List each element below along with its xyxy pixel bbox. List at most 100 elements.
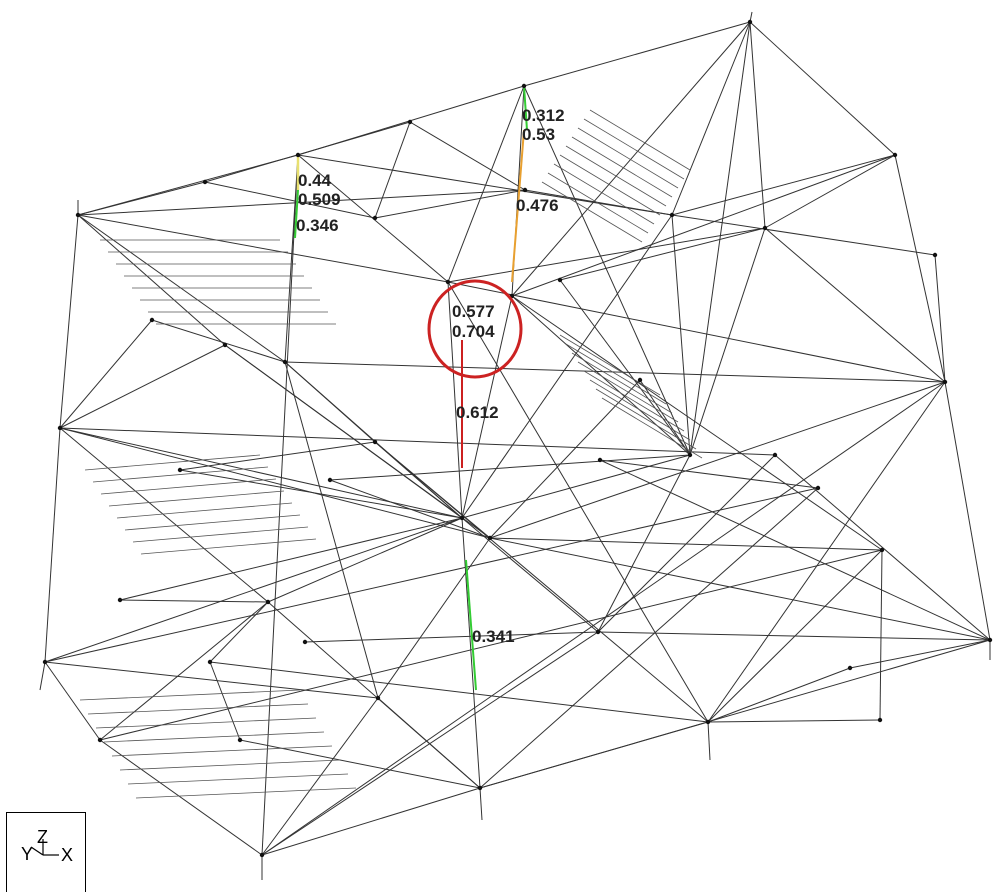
frame-member: [44, 661, 101, 741]
frame-member: [707, 381, 946, 723]
frame-node: [42, 659, 48, 665]
frame-member: [77, 214, 286, 363]
frame-member: [689, 21, 751, 456]
stair-tread: [559, 154, 661, 216]
stair-tread: [583, 370, 685, 432]
frame-member: [764, 227, 946, 383]
frame-member: [204, 121, 411, 183]
stair-tread: [79, 689, 301, 701]
frame-member: [707, 667, 851, 723]
member-util-0312: [523, 85, 528, 131]
frame-member: [261, 154, 299, 856]
frame-member: [479, 487, 819, 789]
frame-member: [409, 121, 526, 191]
axis-triad-box: Z Y X: [6, 812, 86, 892]
utilization-members: [294, 85, 528, 691]
frame-member: [261, 381, 946, 856]
frame-member: [329, 479, 491, 539]
frame-member: [774, 454, 991, 641]
frame-node: [445, 279, 451, 285]
frame-node: [295, 152, 301, 158]
frame-node: [595, 629, 601, 635]
frame-node: [407, 119, 413, 125]
ratio-label: 0.53: [522, 125, 555, 144]
stair-tread: [135, 787, 357, 799]
frame-member: [304, 631, 599, 643]
stair-tread: [565, 343, 667, 405]
frame-node: [372, 215, 378, 221]
frame-member: [119, 517, 463, 601]
frame-member: [894, 154, 946, 383]
stair-tread: [127, 773, 349, 785]
frame-member: [689, 227, 766, 456]
frame-member: [523, 85, 691, 456]
frame-node: [302, 639, 308, 645]
frame-member: [44, 487, 819, 663]
frame-node: [459, 515, 465, 521]
stair-tread: [601, 397, 703, 459]
frame-member: [671, 21, 751, 216]
frame-member: [267, 517, 463, 603]
frame-member: [179, 441, 376, 471]
frame-member: [489, 381, 946, 539]
frame-node: [372, 439, 378, 445]
frame-member: [511, 154, 896, 297]
axis-z-label: Z: [37, 827, 48, 847]
member-util-0346: [294, 189, 299, 239]
ratio-label: 0.612: [456, 403, 499, 422]
frame-member: [447, 227, 766, 283]
frame-member: [599, 459, 819, 489]
stair-tread: [108, 490, 285, 507]
frame-node: [522, 187, 528, 193]
stair-tread: [116, 502, 293, 519]
frame-node: [879, 547, 885, 553]
frame-node: [57, 425, 63, 431]
stair-tread: [140, 538, 317, 555]
stair-tread: [84, 454, 261, 471]
frame-member: [849, 639, 991, 669]
frame-member: [671, 214, 691, 456]
frame-member: [461, 454, 691, 519]
frame-node: [237, 737, 243, 743]
frame-member: [99, 601, 269, 741]
frame-member: [44, 427, 61, 663]
frame-member: [479, 721, 709, 789]
stair-hatching: [79, 109, 703, 799]
frame-member: [99, 549, 883, 741]
frame-member: [597, 454, 776, 633]
frame-member: [284, 361, 376, 443]
stair-tread: [111, 745, 333, 757]
frame-nodes: [42, 19, 993, 858]
frame-node: [747, 19, 753, 25]
frame-member: [749, 21, 896, 156]
frame-member: [461, 295, 513, 519]
frame-node: [772, 452, 778, 458]
frame-node: [477, 785, 483, 791]
frame-member: [209, 661, 241, 741]
frame-member: [44, 517, 463, 663]
frame-member: [461, 517, 481, 789]
frame-member: [374, 441, 463, 519]
frame-member: [707, 719, 881, 723]
frame-member: [77, 189, 526, 216]
frame-member: [597, 454, 691, 633]
stair-tread: [95, 717, 317, 729]
frame-node: [815, 485, 821, 491]
stair-tread: [559, 334, 661, 396]
frame-member: [489, 537, 883, 551]
frame-member: [284, 361, 946, 383]
stair-tread: [119, 759, 341, 771]
frame-member: [77, 214, 449, 283]
axis-x-label: X: [61, 845, 73, 865]
frame-node: [847, 665, 853, 671]
ratio-label: 0.346: [296, 216, 339, 235]
frame-node: [327, 477, 333, 483]
frame-node: [762, 225, 768, 231]
stair-tread: [571, 352, 673, 414]
frame-node: [375, 695, 381, 701]
ratio-label: 0.577: [452, 302, 495, 321]
frame-member: [511, 21, 751, 297]
frame-member: [447, 281, 463, 519]
frame-node: [892, 152, 898, 158]
